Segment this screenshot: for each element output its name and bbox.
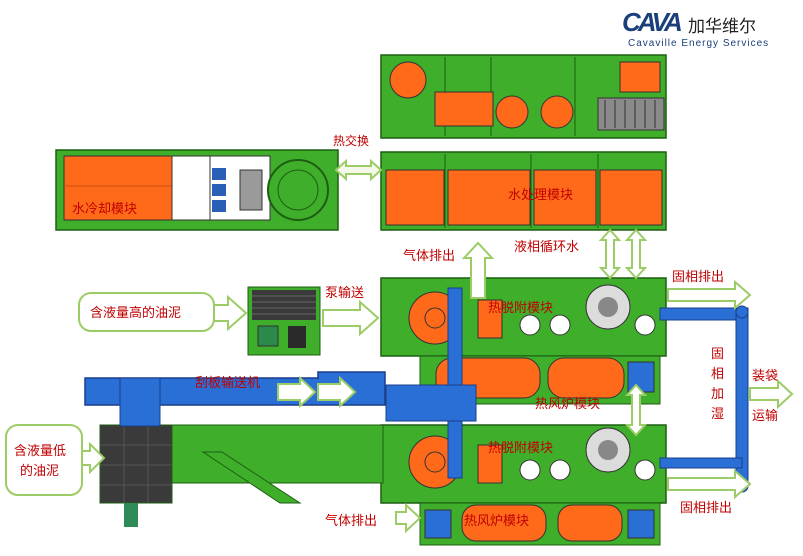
gas-exhaust-bottom-arrow bbox=[395, 502, 422, 534]
label-scraper-conveyor: 刮板输送机 bbox=[195, 375, 260, 391]
label-liquid-recirculation: 液相循环水 bbox=[514, 240, 579, 255]
liquid-recirculation-arrow-1 bbox=[598, 228, 622, 280]
hot-air-furnace-lower: 热风炉模块 bbox=[419, 502, 661, 546]
feed-hopper-low-liquid bbox=[99, 424, 384, 527]
label-thermal-desorption-1: 热脱附模块 bbox=[488, 301, 553, 316]
label-gas-exhaust-bottom: 气体排出 bbox=[325, 513, 377, 529]
label-hot-air-furnace-1: 热风炉模块 bbox=[535, 397, 600, 412]
input-low-liquid-sludge: 含液量低 的油泥 bbox=[5, 424, 83, 496]
liquid-recirculation-arrow-2 bbox=[624, 228, 648, 280]
logo-mark: CAVA bbox=[622, 7, 683, 37]
thermal-desorption-upper-skid: 热脱附模块 bbox=[380, 277, 667, 357]
pump-transfer-arrow bbox=[322, 299, 380, 337]
bagging-arrow bbox=[749, 378, 794, 410]
heat-exchange-flow: 热交换 bbox=[333, 133, 383, 182]
label-low-liquid-sludge-1: 含液量低 bbox=[14, 443, 66, 459]
input-high-liquid-sludge: 含液量高的油泥 bbox=[78, 292, 215, 332]
gas-exhaust-top-arrow bbox=[461, 241, 495, 299]
label-high-liquid-sludge: 含液量高的油泥 bbox=[90, 305, 181, 321]
label-water-treatment: 水处理模块 bbox=[508, 188, 573, 203]
label-hot-air-furnace-2: 热风炉模块 bbox=[464, 514, 529, 529]
label-bagging-1: 装袋 bbox=[752, 369, 778, 384]
water-treatment-upper-skid bbox=[380, 54, 667, 139]
water-cooling-module: 水冷却模块 bbox=[55, 149, 339, 231]
solid-humidifier-conveyor bbox=[659, 305, 749, 493]
conveyor-direction-arrow-1 bbox=[277, 375, 317, 409]
logo-name-en: Cavaville Energy Services bbox=[628, 38, 770, 49]
liquid-recirculation-arrow-3 bbox=[624, 383, 648, 437]
company-logo: CAVA 加华维尔 Cavaville Energy Services bbox=[622, 8, 797, 52]
label-solid-discharge-top: 固相排出 bbox=[672, 270, 724, 285]
thermal-desorption-lower-skid: 热脱附模块 bbox=[380, 424, 667, 504]
label-low-liquid-sludge-2: 的油泥 bbox=[20, 463, 59, 479]
label-heat-exchange: 热交换 bbox=[333, 133, 369, 148]
label-water-cooling: 水冷却模块 bbox=[72, 202, 137, 217]
logo-name-cn: 加华维尔 bbox=[688, 17, 756, 37]
label-pump-transfer: 泵输送 bbox=[325, 285, 364, 301]
solid-discharge-top-arrow bbox=[667, 279, 752, 311]
label-thermal-desorption-2: 热脱附模块 bbox=[488, 441, 553, 456]
pump-skid bbox=[247, 286, 321, 356]
water-treatment-module: 水处理模块 bbox=[380, 151, 667, 231]
solid-discharge-bottom-arrow bbox=[667, 468, 752, 500]
label-solid-humidify: 固 相 加 湿 bbox=[711, 347, 728, 422]
label-solid-discharge-bottom: 固相排出 bbox=[680, 501, 732, 516]
label-gas-exhaust-top: 气体排出 bbox=[403, 248, 455, 264]
distribution-column bbox=[385, 287, 477, 479]
label-bagging-2: 运输 bbox=[752, 408, 778, 424]
conveyor-direction-arrow-2 bbox=[317, 375, 357, 409]
high-liquid-input-arrow bbox=[213, 294, 248, 332]
